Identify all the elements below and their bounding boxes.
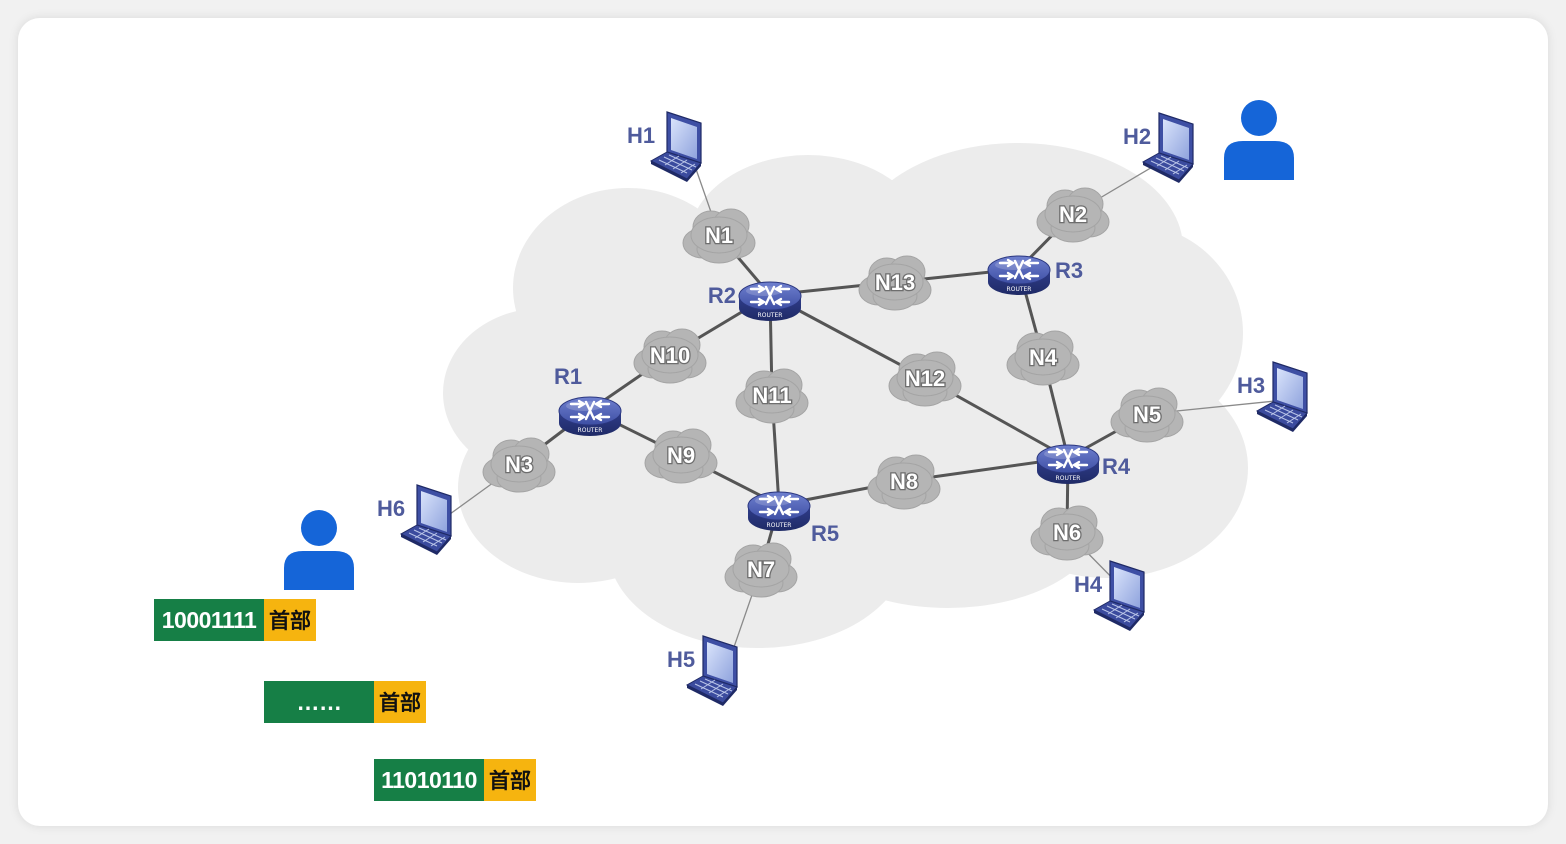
router-r5: ROUTER R5	[746, 490, 839, 546]
packet-header: 首部	[264, 599, 316, 641]
network-label: N11	[752, 383, 791, 408]
host-h5: H5	[667, 635, 738, 707]
host-h6: H6	[377, 484, 452, 556]
network-cloud-n11: N11	[735, 368, 809, 424]
router-badge-text: ROUTER	[758, 312, 783, 319]
host-label: H6	[377, 496, 405, 521]
router-label: R4	[1102, 454, 1131, 479]
network-label: N12	[905, 366, 945, 391]
user-icon-right	[1224, 100, 1294, 180]
packet-header: 首部	[374, 681, 426, 723]
router-r3: ROUTER R3	[986, 254, 1083, 297]
network-cloud-n10: N10	[633, 328, 707, 384]
router-r2: ROUTER R2	[708, 280, 803, 323]
router-label: R2	[708, 283, 736, 308]
network-cloud-n1: N1	[682, 208, 756, 264]
packet-2: …… 首部	[264, 681, 426, 723]
network-label: N8	[890, 469, 918, 494]
router-badge-text: ROUTER	[1056, 475, 1081, 482]
router-label: R1	[554, 364, 582, 389]
network-cloud-n2: N2	[1036, 187, 1110, 243]
router-badge-text: ROUTER	[1007, 286, 1032, 293]
packet-data: 10001111	[154, 599, 264, 641]
network-label: N4	[1029, 345, 1058, 370]
host-label: H1	[627, 123, 655, 148]
router-badge-text: ROUTER	[578, 427, 603, 434]
router-label: R5	[811, 521, 839, 546]
packet-data: 11010110	[374, 759, 484, 801]
laptop-icon	[400, 484, 452, 556]
router-label: R3	[1055, 258, 1083, 283]
packet-3: 11010110 首部	[374, 759, 536, 801]
network-cloud-n7: N7	[724, 542, 798, 598]
network-cloud-n3: N3	[482, 437, 556, 493]
network-label: N6	[1053, 520, 1081, 545]
network-label: N13	[875, 270, 915, 295]
host-h4: H4	[1074, 560, 1145, 632]
network-cloud-n12: N12	[888, 351, 962, 407]
router-badge-text: ROUTER	[767, 522, 792, 529]
network-label: N3	[505, 452, 533, 477]
network-label: N10	[650, 343, 690, 368]
network-cloud-n6: N6	[1030, 505, 1104, 561]
network-label: N2	[1059, 202, 1087, 227]
host-h1: H1	[627, 111, 702, 183]
network-cloud-n4: N4	[1006, 330, 1080, 386]
host-h2: H2	[1123, 112, 1194, 184]
host-label: H5	[667, 647, 695, 672]
network-cloud-n5: N5	[1110, 387, 1184, 443]
router-r4: ROUTER R4	[1035, 443, 1131, 486]
laptop-icon	[650, 111, 702, 183]
network-label: N5	[1133, 402, 1161, 427]
network-cloud-n13: N13	[858, 255, 932, 311]
host-h3: H3	[1237, 361, 1308, 433]
user-icon-left	[284, 510, 354, 590]
packet-header: 首部	[484, 759, 536, 801]
packet-data: ……	[264, 681, 374, 723]
router-r1: ROUTER R1	[554, 364, 623, 438]
host-label: H4	[1074, 572, 1103, 597]
host-label: H2	[1123, 124, 1151, 149]
network-label: N9	[667, 443, 695, 468]
packet-1: 10001111 首部	[154, 599, 316, 641]
network-cloud-n9: N9	[644, 428, 718, 484]
network-cloud-n8: N8	[867, 454, 941, 510]
network-label: N1	[705, 223, 733, 248]
network-label: N7	[747, 557, 775, 582]
host-label: H3	[1237, 373, 1265, 398]
